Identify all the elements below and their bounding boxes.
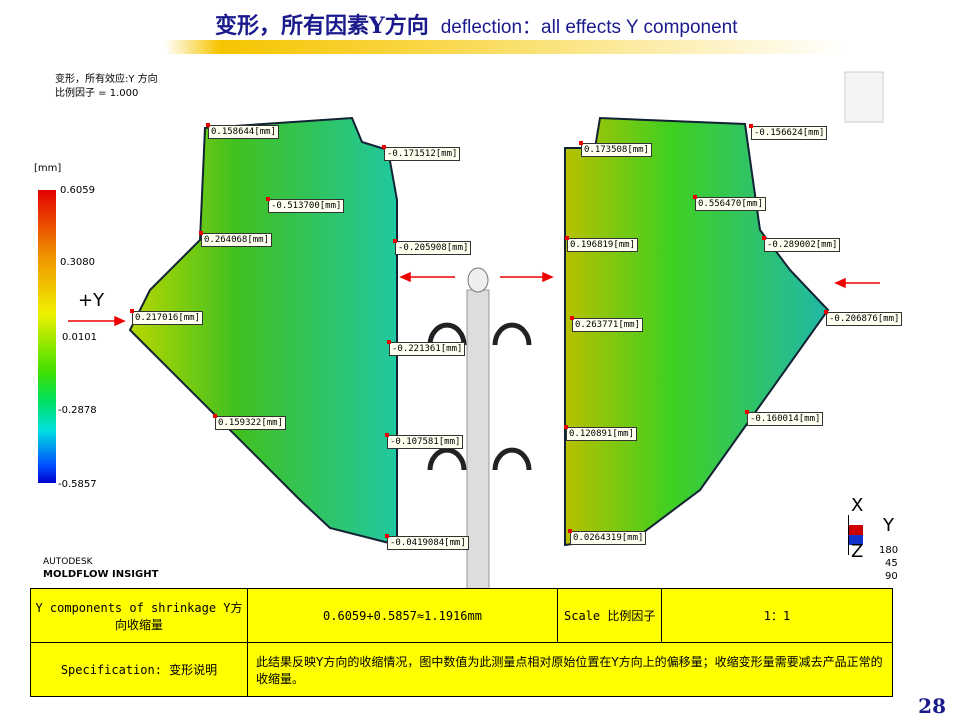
brand-autodesk: AUTODESK xyxy=(43,557,93,567)
shrinkage-value: 0.6059+0.5857≈1.1916mm xyxy=(247,588,558,643)
measure-label: -0.171512[mm] xyxy=(381,145,461,161)
brand-moldflow: MOLDFLOW INSIGHT xyxy=(43,569,159,580)
view-cube[interactable] xyxy=(844,71,884,123)
arrows xyxy=(68,271,880,327)
axis-z-label: Z xyxy=(851,541,864,562)
page-number: 28 xyxy=(918,694,946,718)
measure-label: 0.159322[mm] xyxy=(212,414,287,430)
scale-value: 1：1 xyxy=(661,588,893,643)
title-en: deflection：all effects Y component xyxy=(440,17,738,38)
measure-label: -0.160014[mm] xyxy=(744,410,824,426)
slide-title: 变形，所有因素Y方向 deflection：all effects Y compo… xyxy=(215,8,738,40)
axis-x-label: X xyxy=(851,495,864,516)
legend-tick: 0.6059 xyxy=(60,185,95,196)
title-cn: 变形，所有因素Y方向 xyxy=(215,13,429,39)
direction-label: +Y xyxy=(78,290,105,311)
axis-line xyxy=(848,515,849,555)
measure-label: -0.513700[mm] xyxy=(265,197,345,213)
runner-rod xyxy=(466,289,490,590)
angle-value: 90 xyxy=(885,571,898,582)
color-legend-bar xyxy=(38,190,56,483)
measure-label: -0.205908[mm] xyxy=(392,239,472,255)
legend-tick: -0.2878 xyxy=(58,405,97,416)
legend-unit: [mm] xyxy=(34,163,62,174)
specification-text: 此结果反映Y方向的收缩情况，图中数值为此测量点相对原始位置在Y方向上的偏移量；收… xyxy=(247,642,893,697)
measure-label: 0.264068[mm] xyxy=(198,231,273,247)
measure-label: 0.0264319[mm] xyxy=(567,529,647,545)
measure-label: 0.158644[mm] xyxy=(205,123,280,139)
title-underline xyxy=(165,40,845,54)
plot-header-1: 变形，所有效应:Y 方向 xyxy=(55,74,158,85)
measure-label: -0.221361[mm] xyxy=(386,340,466,356)
measure-label: -0.156624[mm] xyxy=(748,124,828,140)
measure-label: -0.0419084[mm] xyxy=(385,534,469,550)
measure-label: 0.556470[mm] xyxy=(692,195,767,211)
row2-label: Specification: 变形说明 xyxy=(30,642,248,697)
legend-tick: 0.0101 xyxy=(62,332,97,343)
axis-triad: X Y Z 180 45 90 xyxy=(845,495,905,585)
measure-label: 0.173508[mm] xyxy=(578,141,653,157)
measure-label: 0.263771[mm] xyxy=(569,316,644,332)
measure-label: -0.206876[mm] xyxy=(823,310,903,326)
axis-z-box xyxy=(849,535,863,545)
model-view xyxy=(68,71,884,590)
row1-label: Y components of shrinkage Y方向收缩量 xyxy=(30,588,248,643)
axis-y-label: Y xyxy=(883,515,894,536)
plot-header-2: 比例因子 = 1.000 xyxy=(55,88,139,99)
legend-tick: 0.3080 xyxy=(60,257,95,268)
measure-label: 0.120891[mm] xyxy=(563,425,638,441)
measure-label: 0.217016[mm] xyxy=(129,309,204,325)
scale-label: Scale 比例因子 xyxy=(557,588,662,643)
measure-label: -0.107581[mm] xyxy=(384,433,464,449)
axis-x-box xyxy=(849,525,863,535)
angle-value: 180 xyxy=(879,545,899,556)
measure-label: 0.196819[mm] xyxy=(564,236,639,252)
summary-table: Y components of shrinkage Y方向收缩量 0.6059+… xyxy=(30,588,893,697)
runner-clip xyxy=(467,267,489,293)
left-part xyxy=(128,116,398,547)
legend-tick: -0.5857 xyxy=(58,479,97,490)
angle-value: 45 xyxy=(885,558,898,569)
gates xyxy=(427,322,532,471)
measure-label: -0.289002[mm] xyxy=(761,236,841,252)
